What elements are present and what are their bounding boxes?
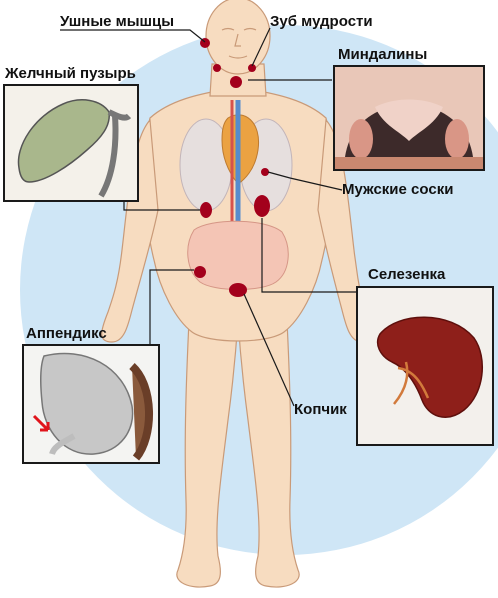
line-ear-muscles bbox=[60, 29, 206, 43]
inset-spleen bbox=[356, 286, 494, 446]
label-spleen: Селезенка bbox=[368, 266, 446, 283]
inset-tonsils bbox=[333, 65, 485, 171]
label-appendix: Аппендикс bbox=[26, 325, 107, 342]
marker-nipple bbox=[261, 168, 269, 176]
leader-lines bbox=[60, 27, 356, 407]
line-wisdom-tooth bbox=[251, 27, 271, 67]
face-features bbox=[221, 27, 257, 59]
marker-spleen bbox=[254, 195, 270, 217]
label-male-nipples: Мужские соски bbox=[342, 181, 454, 198]
label-ear-muscles: Ушные мышцы bbox=[60, 13, 175, 30]
internal-organs bbox=[179, 100, 293, 290]
line-male-nipples bbox=[267, 171, 343, 191]
line-spleen bbox=[261, 218, 356, 293]
line-coccyx bbox=[243, 293, 295, 407]
marker-wisdom-tooth-r bbox=[248, 64, 256, 72]
inset-gallbladder bbox=[3, 84, 139, 202]
marker-tonsils bbox=[230, 76, 242, 88]
label-wisdom-tooth: Зуб мудрости bbox=[270, 13, 373, 30]
marker-coccyx bbox=[229, 283, 247, 297]
inset-appendix bbox=[22, 344, 160, 464]
label-gallbladder: Желчный пузырь bbox=[5, 65, 136, 82]
label-coccyx: Копчик bbox=[294, 401, 347, 418]
line-gallbladder bbox=[123, 200, 200, 211]
marker-gallbladder bbox=[200, 202, 212, 218]
label-tonsils: Миндалины bbox=[338, 46, 428, 63]
line-appendix bbox=[149, 269, 194, 345]
organ-markers bbox=[194, 38, 270, 297]
marker-wisdom-tooth-l bbox=[213, 64, 221, 72]
marker-appendix bbox=[194, 266, 206, 278]
intestines bbox=[187, 220, 289, 290]
arrow-icon bbox=[32, 414, 50, 432]
